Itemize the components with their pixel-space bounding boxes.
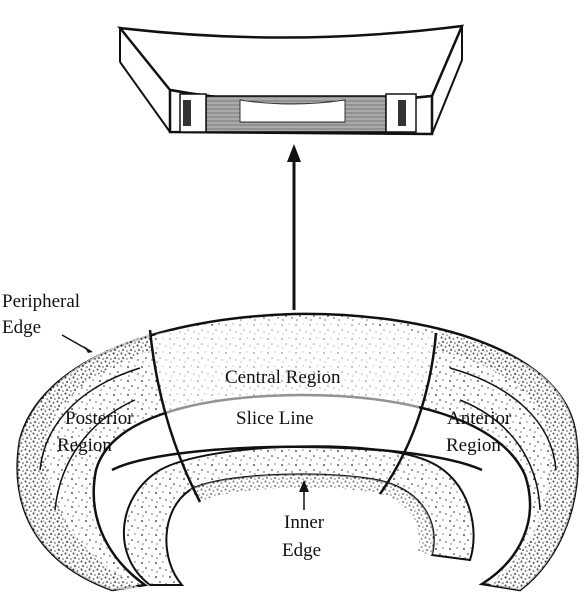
label-slice-line: Slice Line: [236, 408, 314, 429]
label-posterior-line1: Posterior: [65, 408, 134, 429]
label-inner-line1: Inner: [284, 512, 325, 533]
label-peripheral-line1: Peripheral: [2, 291, 80, 312]
slice-arrow: [287, 144, 301, 310]
label-peripheral-line2: Edge: [2, 317, 41, 338]
peripheral-edge-arrowhead: [84, 346, 92, 353]
meniscus-slice-block: [120, 26, 462, 134]
label-anterior-line2: Region: [446, 435, 501, 456]
label-central-region: Central Region: [225, 367, 341, 388]
label-anterior-line1: Anterior: [447, 408, 512, 429]
label-inner-line2: Edge: [282, 540, 321, 561]
label-posterior-line2: Region: [57, 435, 112, 456]
